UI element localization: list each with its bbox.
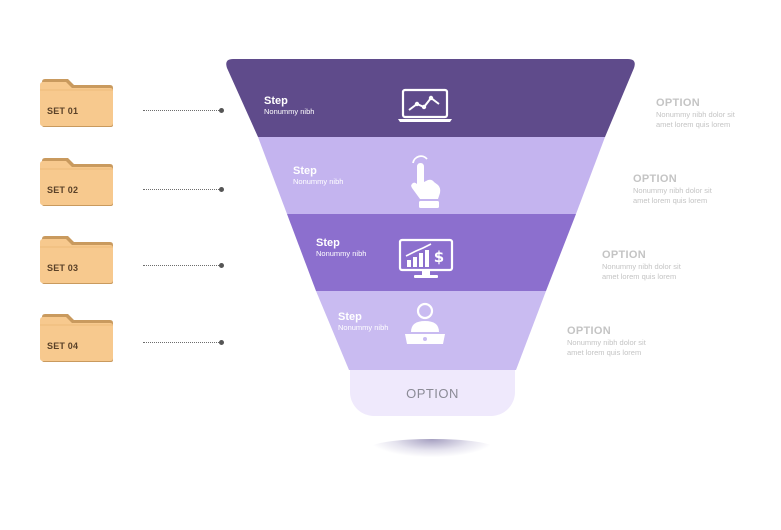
folder-set-03: SET 03 bbox=[40, 233, 115, 285]
folder-icon bbox=[40, 236, 113, 284]
folder-icon bbox=[40, 314, 113, 362]
folder-label: SET 04 bbox=[47, 341, 79, 351]
folder-label: SET 03 bbox=[47, 263, 79, 273]
connector-line bbox=[143, 342, 221, 343]
folder-icon bbox=[40, 79, 113, 127]
option-title: OPTION bbox=[602, 249, 646, 261]
step-subtitle: Nonummy nibh bbox=[316, 249, 367, 258]
connector-dot bbox=[219, 340, 224, 345]
option-description: Nonummy nibh dolor sit amet lorem quis l… bbox=[633, 186, 712, 205]
funnel-band-3 bbox=[287, 214, 576, 291]
folder-set-02: SET 02 bbox=[40, 155, 115, 207]
option-title: OPTION bbox=[567, 325, 611, 337]
connector-dot bbox=[219, 108, 224, 113]
step-title: Step bbox=[264, 95, 288, 107]
step-title: Step bbox=[338, 311, 362, 323]
folder-icon bbox=[40, 158, 113, 206]
folder-set-01: SET 01 bbox=[40, 76, 115, 128]
step-subtitle: Nonummy nibh bbox=[338, 323, 389, 332]
option-description: Nonummy nibh dolor sit amet lorem quis l… bbox=[567, 338, 646, 357]
bottom-option-pill bbox=[350, 370, 515, 416]
connector-line bbox=[143, 265, 221, 266]
step-title: Step bbox=[316, 237, 340, 249]
svg-text:$: $ bbox=[434, 248, 444, 266]
folder-set-04: SET 04 bbox=[40, 311, 115, 363]
option-description: Nonummy nibh dolor sit amet lorem quis l… bbox=[602, 262, 681, 281]
funnel-band-2 bbox=[258, 137, 605, 214]
bottom-option-label: OPTION bbox=[406, 386, 459, 401]
option-title: OPTION bbox=[633, 173, 677, 185]
funnel-shadow bbox=[370, 439, 494, 457]
folder-label: SET 02 bbox=[47, 185, 79, 195]
user-laptop-icon bbox=[405, 302, 445, 344]
hand-tap-icon bbox=[411, 155, 441, 208]
folder-label: SET 01 bbox=[47, 106, 79, 116]
step-subtitle: Nonummy nibh bbox=[264, 107, 315, 116]
monitor-dollar-icon: $ bbox=[398, 238, 454, 278]
connector-dot bbox=[219, 187, 224, 192]
connector-dot bbox=[219, 263, 224, 268]
step-title: Step bbox=[293, 165, 317, 177]
connector-line bbox=[143, 110, 221, 111]
option-title: OPTION bbox=[656, 97, 700, 109]
connector-line bbox=[143, 189, 221, 190]
laptop-chart-icon bbox=[398, 88, 452, 122]
step-subtitle: Nonummy nibh bbox=[293, 177, 344, 186]
option-description: Nonummy nibh dolor sit amet lorem quis l… bbox=[656, 110, 735, 129]
